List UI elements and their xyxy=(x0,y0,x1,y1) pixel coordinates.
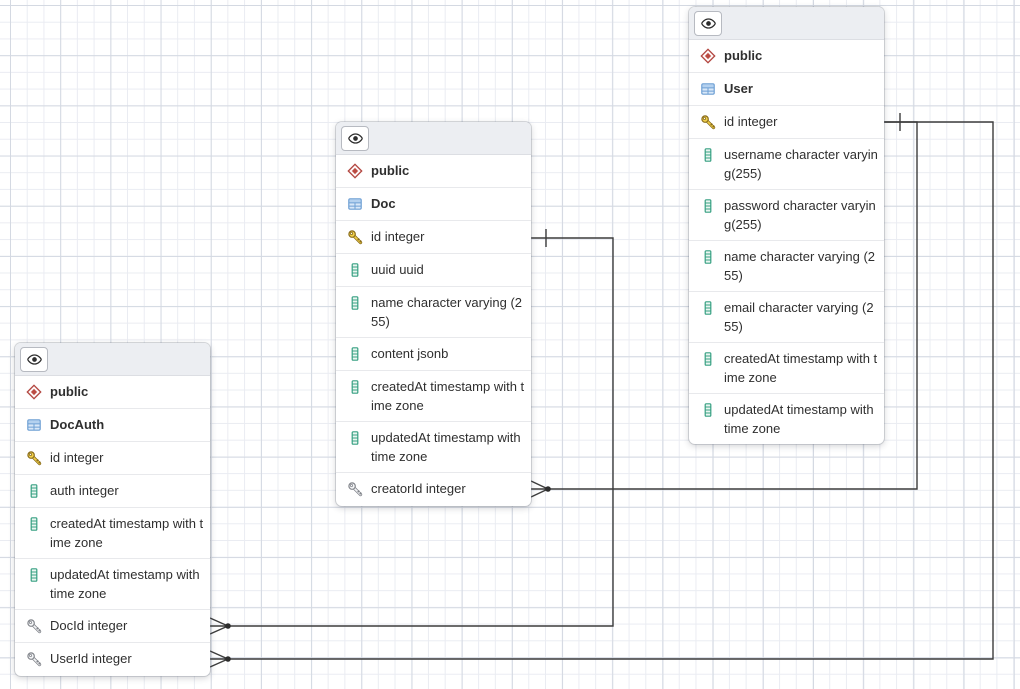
table-header xyxy=(689,7,884,40)
column-row-createdat-label: createdAt timestamp with time zone xyxy=(50,516,204,550)
column-icon xyxy=(30,483,38,498)
column-row-name: name character varying (255) xyxy=(689,241,884,292)
column-row-id-label: id integer xyxy=(724,114,778,129)
table-details-toggle-button[interactable] xyxy=(694,10,722,36)
column-icon xyxy=(351,379,359,394)
column-row-docid: DocId integer xyxy=(15,610,210,643)
column-row-creatorid: creatorId integer xyxy=(336,473,531,506)
column-row-email: email character varying (255) xyxy=(689,292,884,343)
column-icon xyxy=(704,300,712,315)
table-icon xyxy=(348,197,362,210)
column-icon xyxy=(704,198,712,213)
many-crow-foot xyxy=(530,480,549,498)
foreign-key-icon xyxy=(348,481,363,496)
column-row-userid-label: UserId integer xyxy=(50,651,132,666)
many-crow-foot xyxy=(209,617,229,635)
column-row-createdat-label: createdAt timestamp with time zone xyxy=(371,379,525,413)
column-row-content-label: content jsonb xyxy=(371,346,449,361)
schema-icon xyxy=(347,162,363,179)
column-icon xyxy=(351,295,359,310)
table-details-toggle-button[interactable] xyxy=(341,125,369,151)
column-row-uuid-label: uuid uuid xyxy=(371,262,424,277)
table-name-row: Doc xyxy=(336,188,531,221)
column-row-uuid: uuid uuid xyxy=(336,254,531,287)
column-row-updatedat: updatedAt timestamp with time zone xyxy=(15,559,210,610)
column-row-updatedat: updatedAt timestamp with time zone xyxy=(336,422,531,473)
schema-row: public xyxy=(15,376,210,409)
column-row-id: id integer xyxy=(689,106,884,139)
column-row-id: id integer xyxy=(336,221,531,254)
column-row-docid-label: DocId integer xyxy=(50,618,128,633)
column-row-id-label: id integer xyxy=(371,229,425,244)
column-row-createdat: createdAt timestamp with time zone xyxy=(689,343,884,394)
column-row-content: content jsonb xyxy=(336,338,531,371)
column-row-id: id integer xyxy=(15,442,210,475)
primary-key-icon xyxy=(348,229,363,244)
many-crow-foot xyxy=(209,650,229,668)
column-icon xyxy=(30,516,38,531)
column-row-userid: UserId integer xyxy=(15,643,210,676)
table-icon xyxy=(701,82,715,95)
table-name-row: DocAuth xyxy=(15,409,210,442)
table-name-row-label: DocAuth xyxy=(50,417,105,432)
schema-row-label: public xyxy=(371,163,410,178)
schema-row-label: public xyxy=(50,384,89,399)
column-row-name-label: name character varying (255) xyxy=(371,295,523,329)
column-row-username-label: username character varying(255) xyxy=(724,147,878,181)
column-row-updatedat-label: updatedAt timestamp with time zone xyxy=(50,567,200,601)
column-icon xyxy=(30,567,38,582)
column-row-createdat: createdAt timestamp with time zone xyxy=(336,371,531,422)
schema-icon xyxy=(26,383,42,400)
schema-row: public xyxy=(689,40,884,73)
primary-key-icon xyxy=(701,114,716,129)
column-icon xyxy=(351,430,359,445)
column-row-updatedat-label: updatedAt timestamp with time zone xyxy=(371,430,521,464)
table-name-row-label: Doc xyxy=(371,196,396,211)
column-row-createdat-label: createdAt timestamp with time zone xyxy=(724,351,878,385)
foreign-key-icon xyxy=(27,618,42,633)
column-row-updatedat-label: updatedAt timestamp with time zone xyxy=(724,402,874,436)
eye-icon xyxy=(26,353,42,365)
column-icon xyxy=(704,249,712,264)
table-details-toggle-button[interactable] xyxy=(20,346,48,372)
schema-row-label: public xyxy=(724,48,763,63)
column-row-username: username character varying(255) xyxy=(689,139,884,190)
column-row-updatedat: updatedAt timestamp with time zone xyxy=(689,394,884,444)
eye-icon xyxy=(347,132,363,144)
column-row-password-label: password character varying(255) xyxy=(724,198,876,232)
column-icon xyxy=(704,402,712,417)
column-row-name-label: name character varying (255) xyxy=(724,249,876,283)
table-name-row-label: User xyxy=(724,81,753,96)
primary-key-icon xyxy=(27,450,42,465)
eye-icon xyxy=(700,17,716,29)
column-icon xyxy=(351,346,359,361)
schema-row: public xyxy=(336,155,531,188)
column-row-id-label: id integer xyxy=(50,450,104,465)
column-row-auth-label: auth integer xyxy=(50,483,119,498)
column-row-createdat: createdAt timestamp with time zone xyxy=(15,508,210,559)
column-icon xyxy=(704,147,712,162)
column-row-password: password character varying(255) xyxy=(689,190,884,241)
column-row-email-label: email character varying (255) xyxy=(724,300,874,334)
table-header xyxy=(15,343,210,376)
foreign-key-icon xyxy=(27,651,42,666)
column-row-name: name character varying (255) xyxy=(336,287,531,338)
table-header xyxy=(336,122,531,155)
column-icon xyxy=(704,351,712,366)
column-icon xyxy=(351,262,359,277)
column-row-auth: auth integer xyxy=(15,475,210,508)
table-name-row: User xyxy=(689,73,884,106)
table-icon xyxy=(27,418,41,431)
schema-icon xyxy=(700,47,716,64)
column-row-creatorid-label: creatorId integer xyxy=(371,481,466,496)
